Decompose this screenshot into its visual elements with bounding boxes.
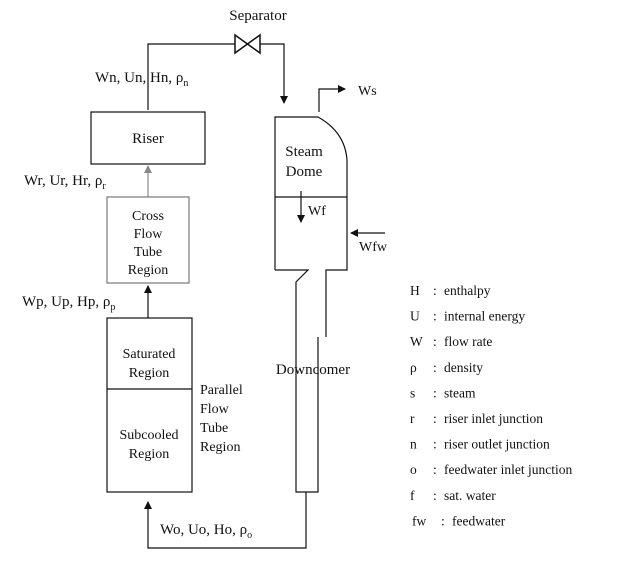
legend-description: feedwater inlet junction — [444, 462, 572, 477]
legend-separator: : — [433, 488, 437, 503]
wfw-label: Wfw — [359, 240, 388, 255]
steam-dome-label-1: Steam — [285, 144, 323, 160]
legend-description: steam — [444, 385, 476, 400]
legend-key: ρ — [410, 360, 417, 375]
state-label-r: Wr, Ur, Hr, ρr — [24, 173, 106, 192]
parallel-label-4: Region — [200, 440, 240, 455]
legend-separator: : — [433, 360, 437, 375]
cross-flow-box — [106, 196, 190, 284]
parallel-label-3: Tube — [200, 421, 228, 436]
legend-description: feedwater — [452, 513, 506, 528]
legend-description: internal energy — [444, 309, 525, 324]
legend-description: riser inlet junction — [444, 411, 543, 426]
legend-row: r: riser inlet junction — [410, 411, 543, 426]
saturated-label-1: Saturated — [123, 347, 176, 362]
legend-separator: : — [441, 513, 445, 528]
state-label-n: Wn, Un, Hn, ρn — [95, 70, 188, 89]
separator-valve-icon — [234, 33, 261, 55]
legend-row: ρ: density — [410, 360, 483, 375]
steam-dome-label-2: Dome — [286, 164, 323, 180]
legend-separator: : — [433, 334, 437, 349]
legend-description: riser outlet junction — [444, 437, 550, 452]
saturated-label-2: Region — [129, 366, 169, 381]
legend-description: flow rate — [444, 334, 492, 349]
legend-description: sat. water — [444, 488, 496, 503]
steam-outlet-arrow — [318, 85, 346, 112]
legend-row: n: riser outlet junction — [410, 437, 550, 452]
legend-row: o: feedwater inlet junction — [410, 462, 572, 477]
legend-separator: : — [433, 385, 437, 400]
downcomer-label: Downcomer — [276, 362, 350, 378]
legend-row: H: enthalpy — [410, 283, 491, 298]
legend-key: U — [410, 309, 420, 324]
ws-label: Ws — [358, 84, 377, 99]
separator-to-dome-pipe — [260, 43, 288, 104]
parallel-label-2: Flow — [200, 402, 230, 417]
legend-separator: : — [433, 437, 437, 452]
legend-key: W — [410, 334, 423, 349]
cross-flow-label-2: Flow — [134, 227, 164, 242]
legend-separator: : — [433, 462, 437, 477]
legend-key: H — [410, 283, 420, 298]
riser-outlet-pipe — [147, 43, 235, 110]
steam-dome-vessel — [274, 116, 348, 493]
bottom-return-pipe — [144, 492, 307, 549]
state-label-p: Wp, Up, Hp, ρp — [22, 294, 115, 313]
legend-key: s — [410, 385, 415, 400]
legend-row: s: steam — [410, 385, 476, 400]
legend-key: n — [410, 437, 417, 452]
riser-label: Riser — [132, 131, 164, 147]
legend-row: U: internal energy — [410, 309, 525, 324]
state-label-o: Wo, Uo, Ho, ρo — [160, 522, 252, 541]
parallel-label-1: Parallel — [200, 383, 243, 398]
subcooled-label-2: Region — [129, 447, 169, 462]
legend-key: f — [410, 488, 415, 503]
legend-description: density — [444, 360, 483, 375]
legend-row: fw: feedwater — [412, 513, 506, 528]
legend-key: fw — [412, 513, 426, 528]
legend-separator: : — [433, 283, 437, 298]
cross-flow-label-4: Region — [128, 263, 168, 278]
wf-label: Wf — [308, 204, 326, 219]
riser-box — [90, 111, 206, 165]
cross-flow-label-3: Tube — [134, 245, 162, 260]
legend-key: r — [410, 411, 415, 426]
parallel-flow-box — [106, 317, 193, 493]
legend-separator: : — [433, 411, 437, 426]
subcooled-label-1: Subcooled — [119, 428, 178, 443]
cross-flow-label-1: Cross — [132, 209, 164, 224]
legend-description: enthalpy — [444, 283, 491, 298]
legend-row: W: flow rate — [410, 334, 492, 349]
separator-label: Separator — [229, 8, 286, 24]
legend-row: f: sat. water — [410, 488, 496, 503]
legend-key: o — [410, 462, 417, 477]
legend-separator: : — [433, 309, 437, 324]
